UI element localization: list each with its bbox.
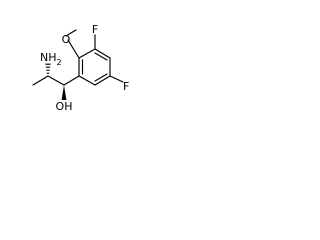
atom-methoxy-oxygen-label: O (62, 33, 71, 46)
bond-ring-fluoro-right (109, 75, 124, 83)
bond-hashed-wedge-nh2 (45, 63, 51, 74)
bond-ring-c2-c3 (78, 75, 96, 86)
bond-ring-double-b (94, 73, 108, 82)
atom-amine-label: NH2 (40, 51, 62, 67)
atom-fluoro-top-label: F (92, 23, 98, 36)
atom-fluoro-right-label: F (123, 80, 129, 93)
bond-bold-wedge-oh (61, 85, 67, 100)
atom-hydroxyl-label: OH (56, 100, 73, 113)
bond-ring-methoxy (67, 39, 80, 59)
bond-c-methyl (32, 75, 49, 86)
bond-ring-c3-c4 (94, 75, 111, 86)
bond-o-methyl (65, 29, 77, 37)
bond-chiral-c-c (47, 75, 65, 86)
bond-ring-c6-c1 (78, 48, 96, 59)
bond-ring-double-c (94, 52, 108, 61)
molecule-structure: NH2 O F F OH (32, 23, 129, 113)
bond-ring-chiral-c (63, 75, 80, 86)
bond-ring-c5-c6 (94, 48, 111, 59)
